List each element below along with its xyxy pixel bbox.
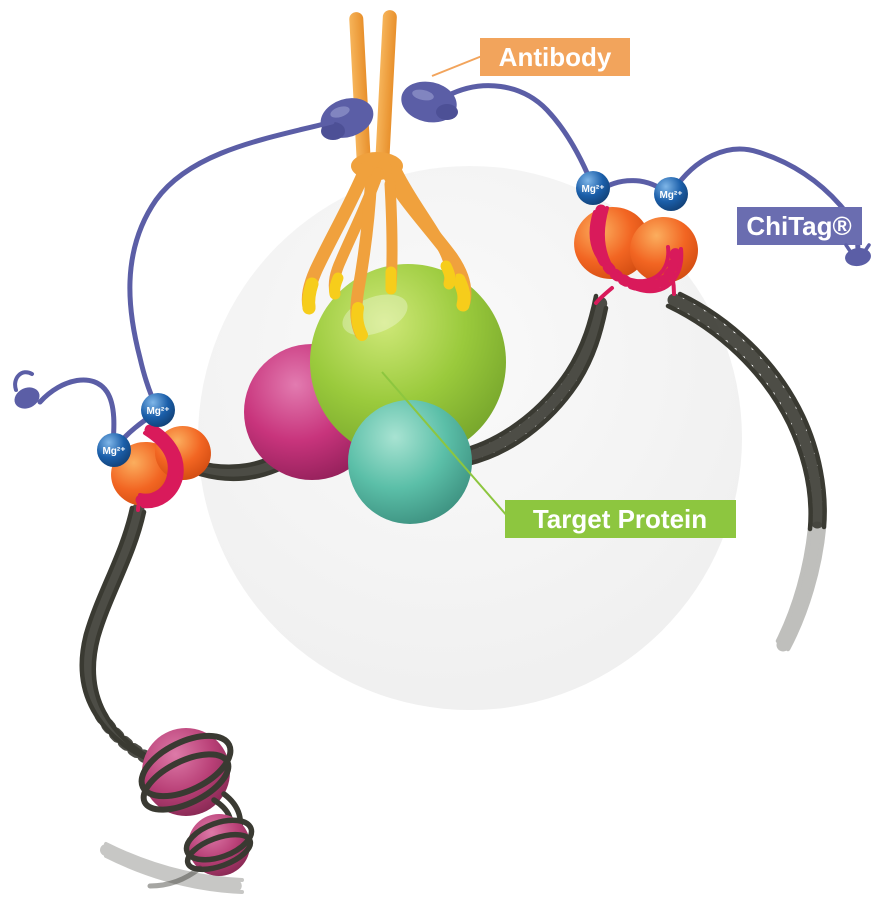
dna-strand	[589, 210, 671, 284]
mg-ion-label: Mg²⁺	[146, 406, 169, 417]
blue-blob	[321, 122, 345, 140]
linker-curl	[13, 370, 34, 392]
dna-strand	[666, 260, 676, 296]
nucleosome-dna-wrap	[183, 817, 255, 863]
mg-ion: Mg²⁺	[97, 433, 131, 467]
dna-strand	[601, 206, 684, 294]
mg-ball	[576, 171, 610, 205]
protein-subunit-teal	[348, 400, 472, 524]
mg-ball	[654, 177, 688, 211]
blue-blob-small	[14, 387, 40, 409]
antibody-label: Antibody	[499, 42, 612, 72]
dna-strand	[594, 286, 614, 305]
mg-ball	[141, 393, 175, 427]
target-protein-leader-line	[381, 371, 509, 518]
dna-strand	[79, 505, 173, 770]
linker-curve	[37, 377, 117, 447]
nucleosome-dna-wrap	[140, 751, 232, 813]
antibody-arm-tip	[440, 260, 456, 290]
nucleosome-dna-wrap	[138, 732, 234, 800]
blue-blob	[401, 81, 457, 123]
streptavidin-blobs	[320, 81, 458, 140]
dna-strand	[785, 524, 827, 652]
target-protein-label: Target Protein	[533, 504, 707, 534]
mg-ion-label: Mg²⁺	[659, 190, 682, 201]
dna-rungs	[667, 293, 825, 535]
antibody-fc-stalk	[349, 12, 371, 164]
blue-clamp-icon	[844, 243, 871, 267]
blue-blob	[436, 104, 458, 120]
mg-ion: Mg²⁺	[576, 171, 610, 205]
dna-rungs	[135, 424, 182, 507]
dna-strand	[665, 303, 813, 532]
dna-strand	[677, 291, 827, 530]
linker-curve	[127, 119, 335, 411]
blue-blob-highlight	[412, 89, 434, 101]
callouts: Antibody ChiTag® Target Protein	[381, 38, 871, 538]
antibody-arm-tip	[351, 302, 368, 341]
dna-rungs	[455, 295, 608, 465]
dna-segment-center-right	[454, 293, 609, 467]
dna-strand	[464, 305, 609, 467]
antibody-leader-line	[431, 55, 483, 77]
antibody-arm-tip	[452, 273, 471, 312]
chitag-complex-left	[111, 424, 211, 512]
mg-ions: Mg²⁺ Mg²⁺ Mg²⁺ Mg²⁺	[97, 171, 688, 467]
dna-faded-bottom	[100, 842, 248, 894]
chitag-complex-right	[574, 204, 698, 305]
mg-ball	[97, 433, 131, 467]
target-protein-label-box	[505, 500, 736, 538]
antibody-fc-stalk	[375, 10, 397, 164]
chitag-dna-red	[135, 424, 184, 512]
biotin-linkers	[13, 83, 861, 449]
chitag-label-box	[737, 207, 862, 245]
mg-ion: Mg²⁺	[141, 393, 175, 427]
mg-ion-label: Mg²⁺	[581, 184, 604, 195]
dna-strand	[138, 431, 172, 498]
nucleosomes	[138, 728, 255, 889]
dna-fade-tail	[775, 521, 827, 652]
dna-rungs	[100, 844, 248, 892]
chitag-dna-red	[589, 204, 684, 305]
dna-strand	[454, 293, 599, 455]
mg-ion-label: Mg²⁺	[102, 446, 125, 457]
dna-strand	[775, 526, 813, 644]
dna-strand	[141, 425, 184, 509]
dna-strand	[104, 854, 244, 894]
dna-segment-left-down	[79, 503, 185, 776]
dna-segment-right-tail	[665, 291, 827, 652]
dna-fade-tail	[147, 865, 203, 889]
antibody-arm-tip	[302, 277, 319, 315]
chitag-label: ChiTag®	[746, 211, 851, 241]
linker-curve	[444, 83, 594, 185]
antibody-illustration	[301, 10, 472, 341]
mg-ion: Mg²⁺	[654, 177, 688, 211]
nucleosome-dna-wrap	[184, 831, 254, 873]
dna-strand	[104, 842, 244, 882]
antibody-label-box	[480, 38, 630, 76]
blue-blob-highlight	[330, 106, 350, 118]
antibody-arm-tip	[329, 272, 344, 300]
dna-rungs	[776, 521, 824, 652]
dna-strand	[136, 498, 143, 512]
